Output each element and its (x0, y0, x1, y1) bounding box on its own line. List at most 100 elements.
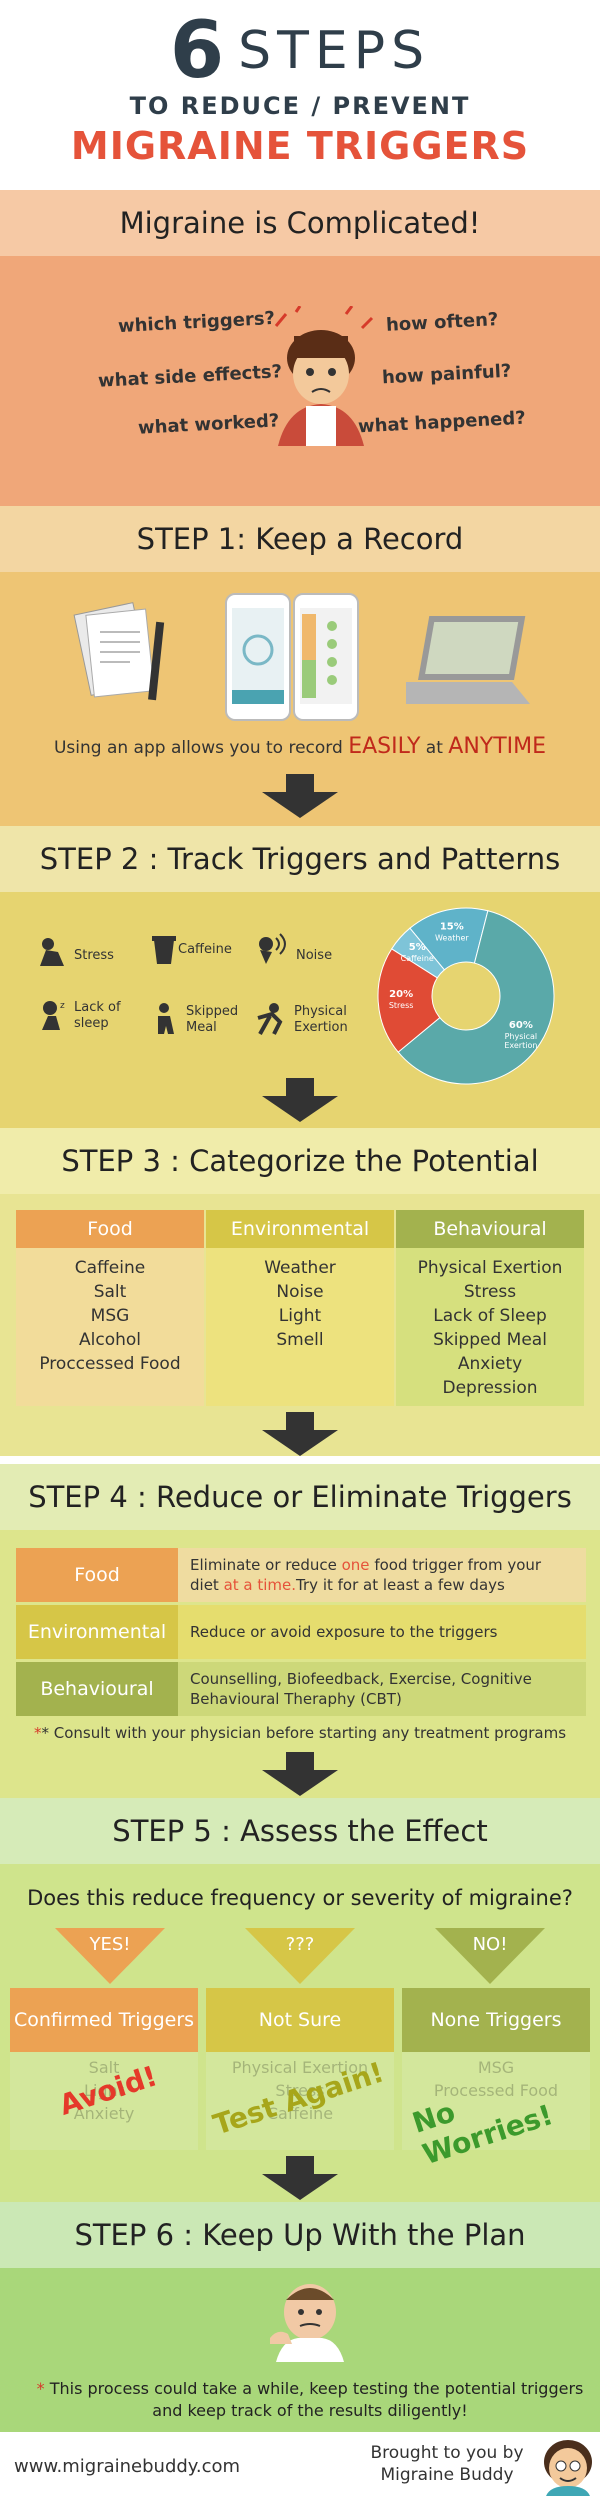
step2-title-bar: STEP 2 : Track Triggers and Patterns (0, 826, 600, 892)
step6-note: * This process could take a while, keep … (30, 2378, 590, 2422)
step4-food-one: one (341, 1556, 370, 1574)
step1-text-easily: EASILY (348, 734, 421, 759)
step2-down-arrow-icon (262, 1078, 338, 1122)
environmental-item: Weather (264, 1258, 336, 1278)
step4-behavioural-label: Behavioural (16, 1662, 178, 1716)
question-what-happened: what happened? (357, 407, 527, 438)
step4-food-post: Try it for at least a few days (296, 1576, 505, 1594)
step1-text-anytime: ANYTIME (448, 734, 547, 759)
step1-text-mid: at (420, 738, 449, 758)
step1-panel: Using an app allows you to record EASILY… (0, 572, 600, 826)
step4-environmental-desc: Reduce or avoid exposure to the triggers (190, 1623, 498, 1641)
food-column-items: Caffeine Salt MSG Alcohol Proccessed Foo… (16, 1248, 204, 1376)
pie-slice-physical-exertion (397, 910, 555, 1085)
behavioural-item: Stress (463, 1282, 517, 1302)
pie-category-label: Physical (505, 1032, 538, 1041)
step1-text: Using an app allows you to record EASILY… (0, 734, 600, 759)
no-triangle: NO! (435, 1928, 545, 1984)
step3-down-arrow-icon (262, 1412, 338, 1456)
footer-url[interactable]: www.migrainebuddy.com (14, 2456, 241, 2477)
step1-text-pre: Using an app allows you to record (53, 738, 349, 758)
none-panel (402, 2052, 590, 2150)
faint-item: MSG (477, 2058, 515, 2077)
pie-slice-stress (377, 948, 441, 1053)
migraine-buddy-mascot-icon (544, 2440, 592, 2496)
pie-value-label: 5% (409, 942, 426, 953)
step2-title: STEP 2 : Track Triggers and Patterns (39, 842, 561, 876)
step6-note-text: This process could take a while, keep te… (49, 2379, 584, 2420)
trigger-stress: Stress (74, 948, 114, 963)
faint-item: Salt (88, 2058, 120, 2077)
environmental-item: Smell (276, 1330, 324, 1350)
step4-down-arrow-icon (262, 1752, 338, 1796)
phone-app-icon (225, 593, 359, 721)
confirmed-faint-list: Salt Light Anxiety (10, 2056, 198, 2125)
svg-text:z: z (60, 1001, 65, 1011)
paper-document-icon (73, 602, 165, 701)
trigger-noise: Noise (296, 948, 333, 963)
food-column: Food Caffeine Salt MSG Alcohol Proccesse… (16, 1210, 204, 1406)
header-subtitle: TO REDUCE / PREVENT (129, 92, 471, 120)
faint-item: Anxiety (73, 2104, 135, 2123)
behavioural-column-items: Physical Exertion Stress Lack of Sleep S… (396, 1248, 584, 1400)
faint-item: Light (84, 2081, 124, 2100)
skipped-meal-icon (158, 1003, 174, 1034)
step4-behavioural-text: Counselling, Biofeedback, Exercise, Cogn… (178, 1662, 586, 1716)
food-column-header: Food (16, 1210, 204, 1248)
trigger-skipped-meal: Skipped Meal (186, 1004, 239, 1035)
pie-category-label: Exertion (504, 1041, 537, 1050)
step4-food-at-a-time: at a time. (223, 1576, 297, 1594)
step1-down-arrow-icon (262, 774, 338, 818)
trigger-pie-chart: 15%Weather60%PhysicalExertion20%Stress5%… (377, 907, 555, 1085)
question-how-painful: how painful? (381, 360, 512, 389)
faint-item: Caffeine (266, 2104, 334, 2123)
footer: www.migrainebuddy.com Brought to you by … (0, 2432, 600, 2501)
food-item: Alcohol (79, 1330, 141, 1350)
question-what-worked: what worked? (137, 410, 280, 439)
yes-triangle: YES! (55, 1928, 165, 1984)
pie-value-label: 15% (440, 922, 464, 933)
none-faint-list: MSG Processed Food (402, 2056, 590, 2102)
header-number: 6 (169, 6, 225, 96)
unsure-triangle: ??? (245, 1928, 355, 1984)
unsure-label: ??? (285, 1934, 315, 1955)
step2-panel: Stress Caffeine Noise z Lack of sleep Sk… (0, 892, 600, 1128)
no-label: NO! (472, 1934, 508, 1955)
none-triggers-box: None Triggers (402, 1988, 590, 2052)
headache-person-icon (274, 306, 374, 446)
step6-panel: * This process could take a while, keep … (0, 2268, 600, 2432)
not-sure-panel (206, 2052, 394, 2150)
intro-title-bar: Migraine is Complicated! (0, 190, 600, 256)
step4-behavioural-desc: Counselling, Biofeedback, Exercise, Cogn… (190, 1670, 532, 1708)
food-item: MSG (90, 1306, 130, 1326)
step4-food-pre: Eliminate or reduce (190, 1556, 342, 1574)
trigger-lack-of-sleep: Lack of sleep (74, 1000, 121, 1031)
environmental-item: Noise (276, 1282, 324, 1302)
step4-environmental-label: Environmental (16, 1605, 178, 1659)
confirmed-panel (10, 2052, 198, 2150)
yes-label: YES! (89, 1934, 131, 1955)
step6-note-star: * (36, 2379, 50, 2398)
pie-value-label: 20% (389, 989, 413, 1000)
step1-title: STEP 1: Keep a Record (136, 522, 464, 556)
environmental-column-header: Environmental (206, 1210, 394, 1248)
intro-panel: which triggers? how often? what side eff… (0, 256, 600, 506)
question-how-often: how often? (385, 309, 499, 336)
stress-icon (40, 938, 64, 966)
step4-food-label: Food (16, 1548, 178, 1602)
faint-item: Processed Food (433, 2081, 559, 2100)
header-steps: STEPS (238, 21, 431, 81)
step1-title-bar: STEP 1: Keep a Record (0, 506, 600, 572)
behavioural-item: Physical Exertion (417, 1258, 563, 1278)
not-sure-box: Not Sure (206, 1988, 394, 2052)
step4-title-bar: STEP 4 : Reduce or Eliminate Triggers (0, 1464, 600, 1530)
faint-item: Physical Exertion (231, 2058, 369, 2077)
step4-note-text: * Consult with your physician before sta… (41, 1724, 567, 1742)
footer-credit: Brought to you by Migraine Buddy (354, 2442, 540, 2486)
step4-title: STEP 4 : Reduce or Eliminate Triggers (28, 1480, 572, 1514)
faint-item: Stress (275, 2081, 325, 2100)
behavioural-column: Behavioural Physical Exertion Stress Lac… (396, 1210, 584, 1406)
step4-note: ** Consult with your physician before st… (33, 1724, 567, 1742)
